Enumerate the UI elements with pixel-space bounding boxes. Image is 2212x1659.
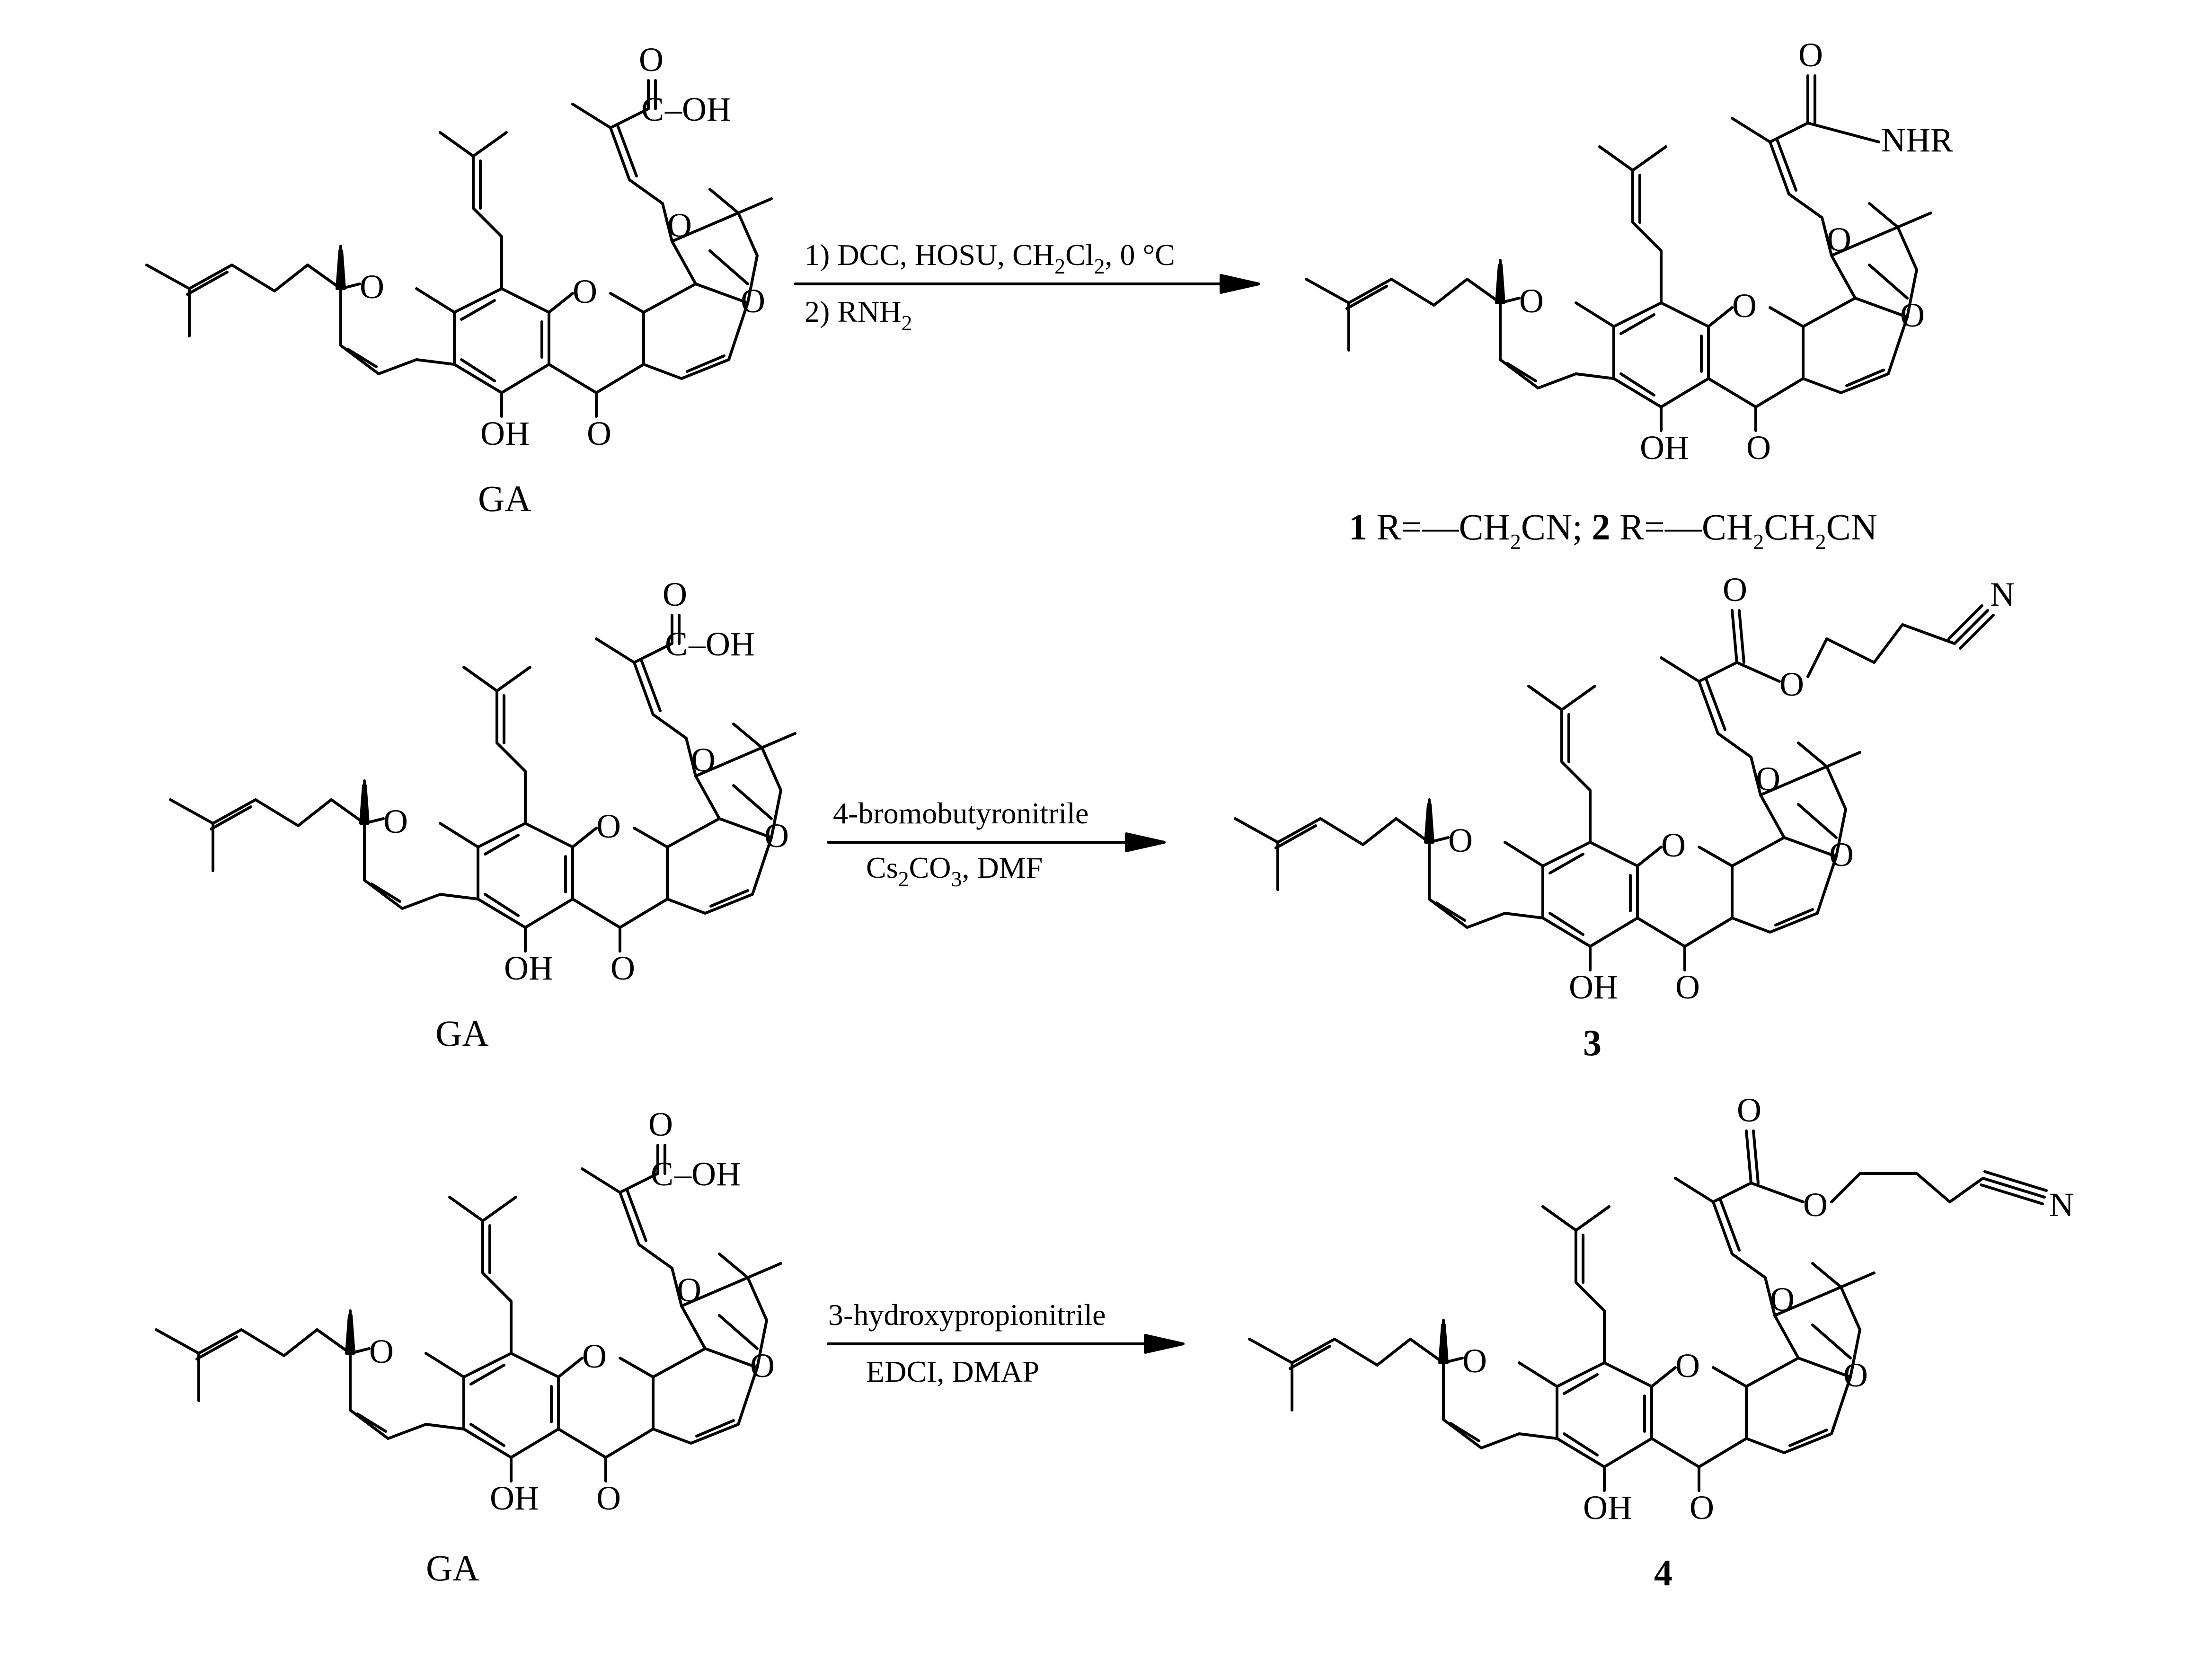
atom-o: O: [648, 1105, 673, 1143]
atom-c: C: [641, 90, 664, 128]
atom-o: O: [1462, 1342, 1487, 1380]
atom-c: C: [665, 625, 688, 663]
svg-text:4-bromobutyronitrile: 4-bromobutyronitrile: [833, 796, 1088, 830]
reactant-label: GA: [435, 1013, 489, 1054]
atom-o: O: [1746, 429, 1771, 467]
atom-n: N: [2049, 1186, 2074, 1224]
atom-o: O: [1798, 36, 1823, 74]
atom-o: O: [663, 575, 687, 613]
atom-oh: –OH: [664, 90, 731, 128]
svg-text:2) RNH2: 2) RNH2: [805, 295, 912, 335]
svg-text:EDCI, DMAP: EDCI, DMAP: [866, 1355, 1039, 1388]
atom-o: O: [596, 1479, 621, 1517]
atom-oh: –OH: [674, 1155, 741, 1193]
reactant-label: GA: [478, 478, 531, 519]
atom-o: O: [1900, 296, 1925, 334]
atom-c: C: [651, 1155, 673, 1193]
atom-o: O: [596, 807, 621, 845]
reactant-label: GA: [426, 1547, 479, 1588]
atom-o: O: [1448, 821, 1473, 859]
svg-text:3-hydroxypropionitrile: 3-hydroxypropionitrile: [828, 1298, 1106, 1332]
atom-o: O: [1675, 968, 1700, 1006]
atom-o: O: [611, 949, 635, 987]
conditions-row1: 1) DCC, HOSU, CH2Cl2, 0 °C 2) RNH2: [794, 238, 1260, 335]
atom-o: O: [691, 741, 716, 779]
amide-group: NHR: [1881, 121, 1953, 159]
reactant-ga-row3: O C –OH O O O O OH O GA: [156, 1105, 781, 1588]
atom-o: O: [1770, 1280, 1795, 1318]
atom-o: O: [1723, 571, 1747, 609]
atom-o: O: [1827, 221, 1851, 258]
atom-n: N: [1990, 575, 2015, 613]
atom-o: O: [1661, 826, 1686, 864]
atom-o: O: [741, 282, 765, 320]
product-caption-row1: 1 R=—CH2CN; 2 R=—CH2CH2CN: [1349, 506, 1877, 554]
atom-oh: OH: [504, 949, 553, 987]
atom-o: O: [1675, 1347, 1700, 1385]
atom-o: O: [1690, 1489, 1714, 1527]
atom-o: O: [667, 206, 692, 244]
product-3: O O N O O O O OH O 3: [1235, 571, 2015, 1063]
atom-o: O: [573, 273, 597, 310]
atom-o: O: [587, 415, 611, 452]
compound-number: 4: [1654, 1552, 1672, 1593]
reactant-ga-row2: O C –OH O O O O OH O GA: [170, 575, 795, 1054]
atom-o: O: [1519, 282, 1544, 320]
conditions-row3: 3-hydroxypropionitrile EDCI, DMAP: [827, 1298, 1185, 1388]
atom-o: O: [764, 817, 789, 855]
atom-o: O: [677, 1271, 701, 1309]
atom-o: O: [1732, 287, 1757, 325]
conditions-row2: 4-bromobutyronitrile Cs2CO3, DMF: [827, 796, 1166, 891]
atom-o: O: [1737, 1091, 1761, 1129]
atom-o: O: [582, 1337, 607, 1375]
atom-o: O: [1829, 836, 1854, 874]
atom-o: O: [369, 1332, 394, 1370]
reactant-ga-row1: O C –OH O O O O OH O GA: [147, 41, 771, 519]
product-1-2: O NHR O O O O OH O: [1306, 36, 1953, 467]
atom-o: O: [383, 803, 408, 840]
atom-o: O: [360, 268, 384, 306]
atom-oh: OH: [1583, 1489, 1632, 1527]
svg-text:Cs2CO3, DMF: Cs2CO3, DMF: [866, 851, 1043, 891]
atom-oh: –OH: [688, 625, 755, 663]
atom-o: O: [1779, 665, 1804, 703]
atom-o: O: [639, 41, 664, 79]
atom-o: O: [1803, 1186, 1828, 1224]
atom-oh: OH: [1640, 429, 1689, 467]
atom-o: O: [750, 1347, 775, 1385]
atom-o: O: [1756, 760, 1780, 798]
atom-oh: OH: [480, 415, 530, 452]
atom-oh: OH: [1569, 968, 1618, 1006]
atom-oh: OH: [490, 1479, 539, 1517]
product-4: O O N O O O O OH O 4: [1249, 1091, 2074, 1593]
atom-o: O: [1843, 1356, 1868, 1394]
compound-number: 3: [1583, 1022, 1601, 1063]
svg-text:1) DCC, HOSU, CH2Cl2, 0 °C: 1) DCC, HOSU, CH2Cl2, 0 °C: [805, 238, 1175, 278]
